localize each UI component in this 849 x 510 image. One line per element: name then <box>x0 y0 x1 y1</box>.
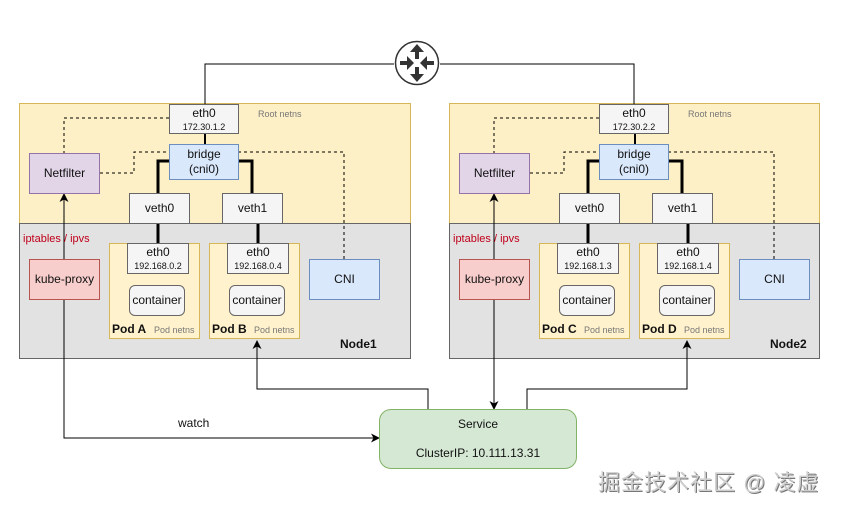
veth1-label: veth1 <box>237 201 268 215</box>
node1-bridge-veth1-line <box>238 159 254 195</box>
service-box[interactable]: Service ClusterIP: 10.111.13.31 <box>379 409 577 469</box>
node1-eth0-netfilter-dash <box>63 117 169 153</box>
router-link-node1 <box>204 63 394 104</box>
pod-eth0-label: eth0 <box>576 245 600 259</box>
node2-bridge-veth1-line <box>668 159 684 195</box>
node2-bridge-veth0-line <box>586 159 600 195</box>
iptables-ipvs-label: iptables / ipvs <box>23 233 90 245</box>
pod-eth0[interactable]: eth0 192.168.1.3 <box>557 243 619 274</box>
pod-ip: 192.168.1.3 <box>564 261 612 271</box>
root-netns-label: Root netns <box>258 109 302 119</box>
bridge-label: bridge <box>617 147 651 161</box>
bridge-label: bridge <box>187 147 221 161</box>
pod-ip: 192.168.1.4 <box>664 261 712 271</box>
service-cluster-ip: ClusterIP: 10.111.13.31 <box>415 446 541 460</box>
node-name: Node1 <box>340 337 377 351</box>
node1-veth0[interactable]: veth0 <box>129 193 190 224</box>
pod-container[interactable]: container <box>129 285 185 316</box>
pod-eth0-label: eth0 <box>246 245 270 259</box>
pod-eth0[interactable]: eth0 192.168.1.4 <box>657 243 719 274</box>
pod-netns-label: Pod netns <box>254 325 295 335</box>
pod-ip: 192.168.0.2 <box>134 261 182 271</box>
pod-eth0-label: eth0 <box>676 245 700 259</box>
eth0-label: eth0 <box>622 105 646 120</box>
container-label: container <box>232 293 282 307</box>
node-name: Node2 <box>770 337 807 351</box>
kube-proxy-label: kube-proxy <box>34 272 95 286</box>
node1-bridge-veth0-line <box>156 159 170 195</box>
node1-bridge[interactable]: bridge (cni0) <box>169 144 239 180</box>
node1-netfilter[interactable]: Netfilter <box>29 153 100 194</box>
bridge-sub: (cni0) <box>618 162 649 176</box>
pod-netns-label: Pod netns <box>154 325 195 335</box>
pod-netns-label: Pod netns <box>684 325 725 335</box>
node1-veth1[interactable]: veth1 <box>222 193 283 224</box>
node2-cni[interactable]: CNI <box>739 259 810 300</box>
service-to-podD-arrow <box>526 340 692 409</box>
node1-kube-proxy[interactable]: kube-proxy <box>29 259 100 300</box>
container-label: container <box>132 293 182 307</box>
bridge-sub: (cni0) <box>188 162 219 176</box>
node1-eth0[interactable]: eth0 172.30.1.2 <box>169 104 239 134</box>
root-netns-label: Root netns <box>688 109 732 119</box>
eth0-label: eth0 <box>192 105 216 120</box>
pod-container[interactable]: container <box>229 285 285 316</box>
pod-container[interactable]: container <box>559 285 615 316</box>
node2-eth0-netfilter-dash <box>493 117 599 153</box>
node2-netfilter[interactable]: Netfilter <box>459 153 530 194</box>
kube-proxy1-watch-arrow <box>63 300 380 443</box>
pod-netns-label: Pod netns <box>584 325 625 335</box>
veth1-label: veth1 <box>667 201 698 215</box>
veth0-label: veth0 <box>144 201 175 215</box>
router-link-node2 <box>440 63 635 104</box>
kube-proxy-label: kube-proxy <box>464 272 525 286</box>
veth0-label: veth0 <box>574 201 605 215</box>
node2-kube-proxy[interactable]: kube-proxy <box>459 259 530 300</box>
router-icon <box>394 40 440 86</box>
watermark: 掘金技术社区 @ 凌虚 <box>598 470 820 495</box>
pod-eth0-label: eth0 <box>146 245 170 259</box>
pod-name: Pod D <box>642 322 677 336</box>
service-title: Service <box>457 417 498 431</box>
node2-eth0[interactable]: eth0 172.30.2.2 <box>599 104 669 134</box>
pod-name: Pod A <box>112 322 147 336</box>
eth0-ip: 172.30.1.2 <box>182 121 226 132</box>
container-label: container <box>562 293 612 307</box>
iptables-ipvs-label: iptables / ipvs <box>453 233 520 245</box>
service-to-podB-arrow <box>252 340 429 409</box>
node2-veth0[interactable]: veth0 <box>559 193 620 224</box>
node1-netfilter-bridge-dash <box>100 151 170 174</box>
node2-bridge[interactable]: bridge (cni0) <box>599 144 669 180</box>
netfilter-label: Netfilter <box>473 166 516 180</box>
watch-label: watch <box>178 416 210 430</box>
container-label: container <box>662 293 712 307</box>
pod-name: Pod B <box>212 322 247 336</box>
pod-eth0[interactable]: eth0 192.168.0.2 <box>127 243 189 274</box>
pod-eth0[interactable]: eth0 192.168.0.4 <box>227 243 289 274</box>
eth0-ip: 172.30.2.2 <box>612 121 656 132</box>
cni-label: CNI <box>334 272 355 286</box>
pod-name: Pod C <box>542 322 577 336</box>
pod-ip: 192.168.0.4 <box>234 261 282 271</box>
node2-netfilter-bridge-dash <box>530 151 600 174</box>
cni-label: CNI <box>764 272 785 286</box>
node1-cni[interactable]: CNI <box>309 259 380 300</box>
pod-container[interactable]: container <box>659 285 715 316</box>
node2-veth1[interactable]: veth1 <box>652 193 713 224</box>
netfilter-label: Netfilter <box>43 166 86 180</box>
